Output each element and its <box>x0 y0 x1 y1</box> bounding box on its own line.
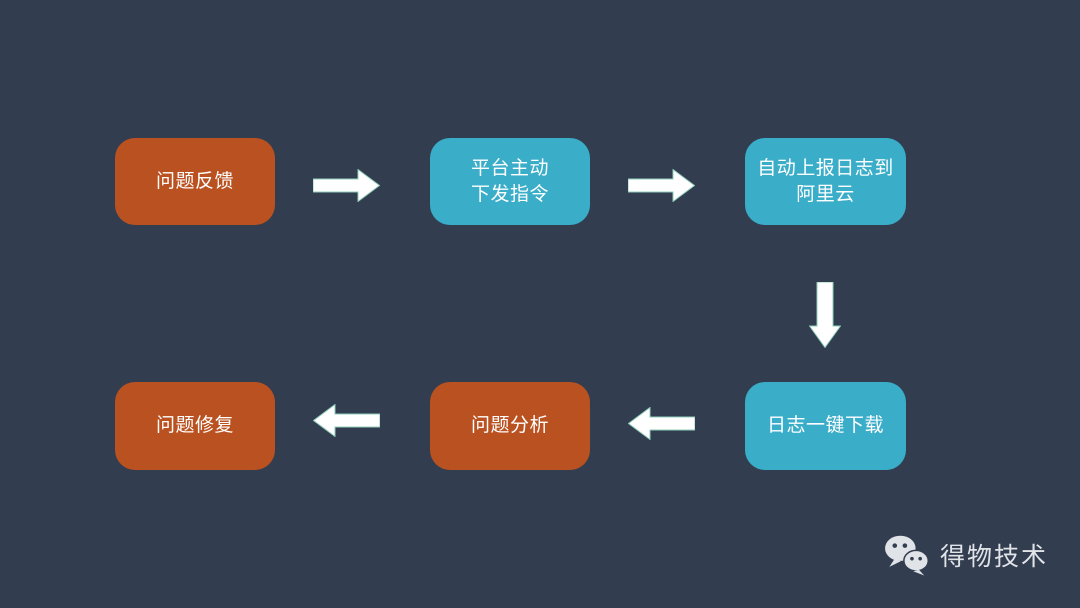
down-arrow-icon <box>809 282 841 348</box>
node-issue-feedback: 问题反馈 <box>115 138 275 225</box>
footer-brand: 得物技术 <box>884 534 1048 576</box>
brand-name: 得物技术 <box>940 543 1049 571</box>
right-arrow-icon <box>313 169 380 202</box>
node-platform-dispatch: 平台主动 下发指令 <box>430 138 590 225</box>
node-one-click-download: 日志一键下载 <box>745 382 906 470</box>
left-arrow-icon <box>628 407 695 440</box>
node-issue-fix: 问题修复 <box>115 382 275 470</box>
node-auto-upload-logs: 自动上报日志到 阿里云 <box>745 138 906 225</box>
right-arrow-icon <box>628 169 695 202</box>
wechat-icon <box>885 535 930 576</box>
left-arrow-icon <box>313 404 380 437</box>
node-issue-analysis: 问题分析 <box>430 382 590 470</box>
